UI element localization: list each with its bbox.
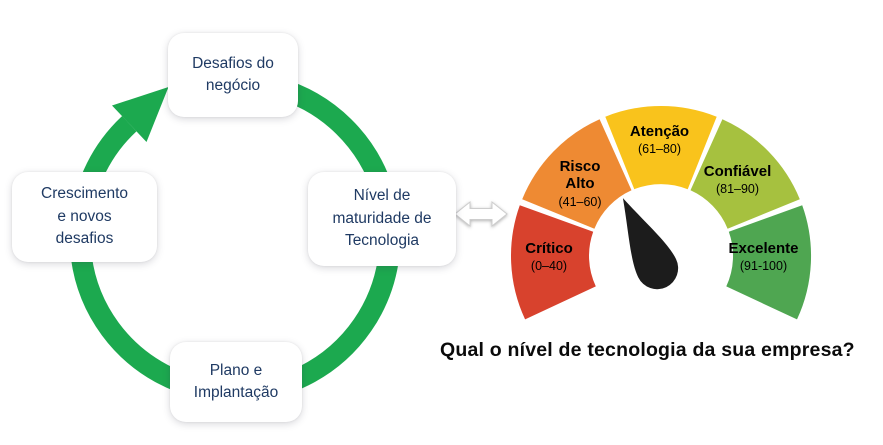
cycle-arrowhead-icon (112, 87, 169, 142)
gauge-label-confiavel: Confiável (81–90) (690, 163, 785, 196)
double-arrow-icon (454, 200, 508, 228)
segment-name: Risco Alto (559, 158, 601, 193)
segment-range: (61–80) (637, 142, 682, 157)
segment-name: Crítico (525, 240, 573, 257)
gauge-segment-confiavel (690, 119, 800, 229)
segment-name: Confiável (703, 163, 772, 180)
segment-range: (41–60) (558, 194, 602, 209)
segment-range: (0–40) (530, 259, 568, 274)
card-label: Plano e Implantação (193, 361, 279, 401)
card-label: Nível de maturidade de Tecnologia (332, 187, 432, 250)
segment-name: Excelente (728, 240, 799, 257)
caption-question: Qual o nível de tecnologia da sua empres… (440, 339, 855, 361)
card-label: Crescimento e novos desafios (41, 185, 128, 248)
card-desafios-do-negocio: Desafios do negócio (168, 33, 298, 117)
gauge-segment-excelente (726, 205, 812, 320)
gauge-segment-critico (511, 205, 596, 320)
card-crescimento-e-novos-desafios: Crescimento e novos desafios (12, 172, 157, 262)
card-nivel-de-maturidade: Nível de maturidade de Tecnologia (308, 172, 456, 266)
segment-range: (91-100) (739, 259, 788, 274)
gauge-segment-risco-alto (522, 119, 632, 229)
card-label: Desafios do negócio (192, 54, 274, 94)
gauge-label-atencao: Atenção (61–80) (612, 123, 707, 156)
gauge-segment-atencao (605, 105, 717, 190)
card-plano-e-implantacao: Plano e Implantação (170, 342, 302, 422)
gauge-label-excelente: Excelente (91-100) (716, 240, 811, 273)
segment-range: (81–90) (715, 182, 760, 197)
gauge-needle (622, 198, 679, 290)
segment-name: Atenção (629, 123, 690, 140)
gauge-label-critico: Crítico (0–40) (501, 240, 597, 273)
gauge-label-risco-alto: Risco Alto (41–60) (536, 158, 624, 209)
